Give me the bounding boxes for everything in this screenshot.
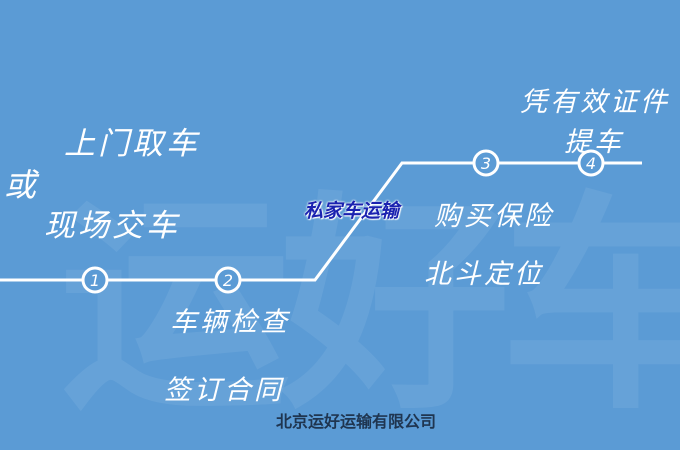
step-number: 2	[223, 271, 233, 290]
step-1-marker: 1	[81, 266, 109, 294]
company-name: 北京运好运输有限公司	[276, 412, 437, 431]
step-3-marker: 3	[472, 149, 500, 177]
label-contract: 签订合同	[164, 375, 284, 406]
step-number: 1	[90, 271, 100, 290]
label-highlight: 私家车运输	[304, 200, 400, 222]
step-2-marker: 2	[214, 266, 242, 294]
label-onsite: 现场交车	[44, 208, 180, 244]
label-id-line1: 凭有效证件	[520, 87, 670, 118]
step-4-marker: 4	[577, 149, 605, 177]
watermark: 运好车	[60, 174, 680, 441]
label-insurance: 购买保险	[434, 201, 554, 232]
label-or: 或	[4, 166, 40, 204]
step-number: 3	[481, 154, 491, 173]
label-gps: 北斗定位	[424, 259, 544, 290]
label-id-line2: 提车	[564, 127, 624, 158]
step-number: 4	[586, 154, 596, 173]
label-pickup: 上门取车	[64, 126, 200, 162]
label-inspect: 车辆检查	[170, 307, 290, 338]
